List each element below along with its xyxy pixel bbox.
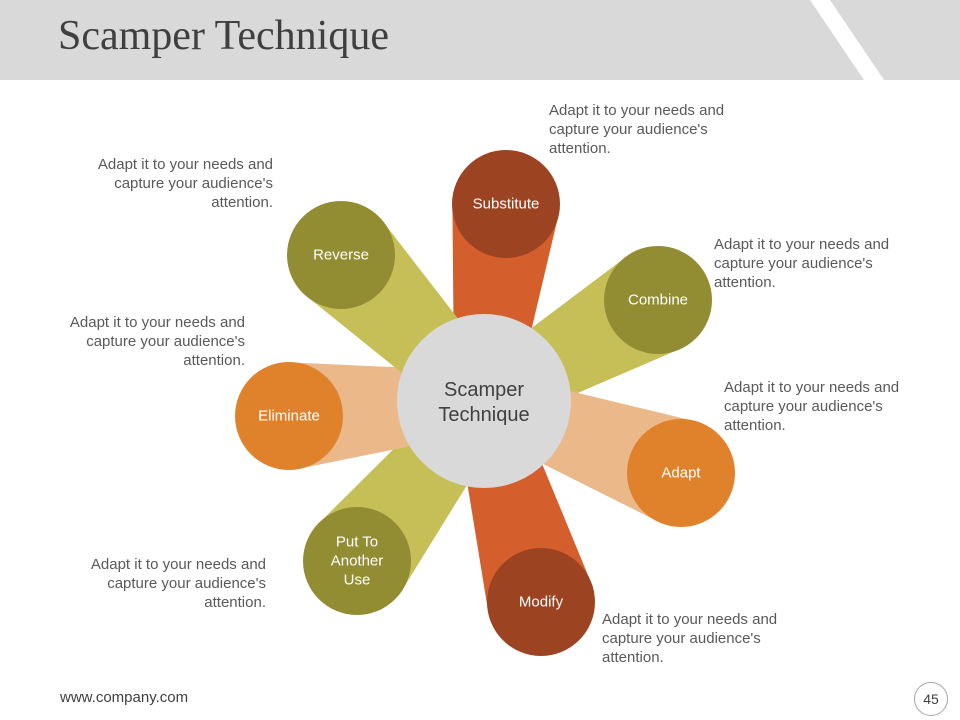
node-circle-eliminate bbox=[235, 362, 343, 470]
center-label-line1: Scamper bbox=[443, 379, 525, 401]
description-substitute: Adapt it to your needs and capture your … bbox=[549, 102, 725, 157]
node-circle-combine bbox=[604, 246, 712, 354]
title-bar-stripe bbox=[810, 0, 884, 80]
node-circle-reverse bbox=[287, 201, 395, 309]
node-circle-substitute bbox=[452, 150, 560, 258]
footer-url: www.company.com bbox=[60, 689, 189, 706]
node-label-reverse: Reverse bbox=[313, 246, 369, 264]
description-put-to-another-use: Adapt it to your needs and capture your … bbox=[90, 556, 266, 611]
node-label-combine: Combine bbox=[627, 291, 689, 309]
node-label-substitute: Substitute bbox=[472, 195, 540, 213]
node-label-eliminate: Eliminate bbox=[258, 407, 320, 425]
description-eliminate: Adapt it to your needs and capture your … bbox=[69, 314, 245, 369]
description-combine: Adapt it to your needs and capture your … bbox=[714, 236, 890, 291]
node-label-put-to-another-use: Put To Another Use bbox=[330, 533, 384, 589]
center-label-line2: Technique bbox=[438, 404, 530, 426]
node-circle-put-to-another-use bbox=[303, 507, 411, 615]
slide-title: Scamper Technique bbox=[58, 13, 389, 59]
node-circle-adapt bbox=[627, 419, 735, 527]
node-label-modify: Modify bbox=[518, 593, 564, 611]
node-circle-modify bbox=[487, 548, 595, 656]
node-label-adapt: Adapt bbox=[661, 464, 701, 482]
description-adapt: Adapt it to your needs and capture your … bbox=[724, 379, 900, 434]
title-bar: Scamper Technique bbox=[0, 0, 960, 80]
center-label: Scamper Technique bbox=[404, 378, 564, 428]
description-modify: Adapt it to your needs and capture your … bbox=[602, 611, 778, 666]
center-circle bbox=[397, 314, 571, 488]
description-reverse: Adapt it to your needs and capture your … bbox=[97, 156, 273, 211]
page-number: 45 bbox=[914, 682, 948, 716]
